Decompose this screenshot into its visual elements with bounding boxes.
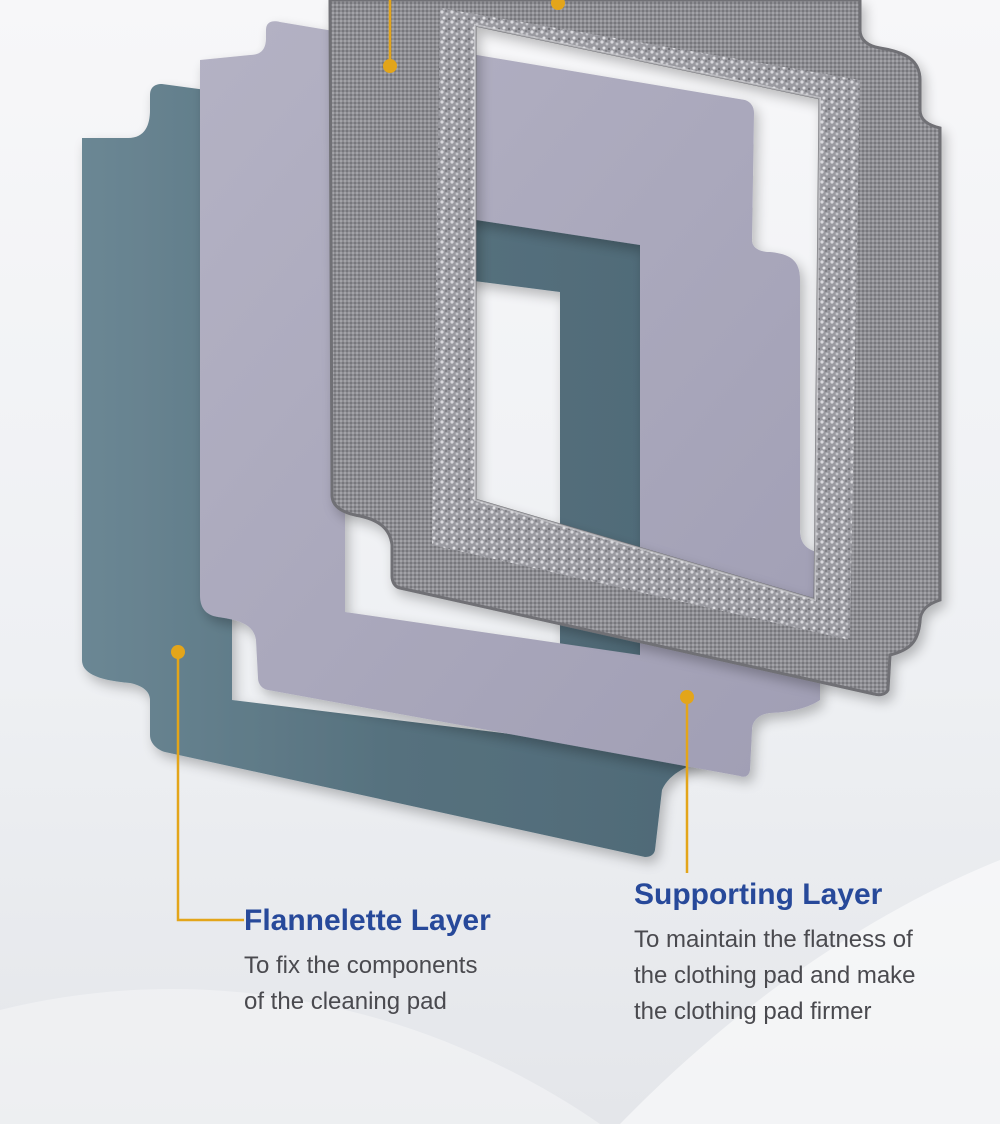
supporting-description: To maintain the flatness of the clothing…	[634, 922, 916, 1030]
flannelette-label: Flannelette Layer To fix the components …	[244, 904, 491, 1020]
callout-dot-icon	[383, 59, 397, 73]
flannelette-callout	[171, 645, 244, 922]
supporting-label: Supporting Layer To maintain the flatnes…	[634, 878, 916, 1030]
flannelette-title: Flannelette Layer	[244, 904, 491, 937]
supporting-callout	[680, 690, 694, 873]
supporting-title: Supporting Layer	[634, 878, 883, 911]
description-line: To maintain the flatness of	[634, 926, 913, 953]
flannelette-description: To fix the components of the cleaning pa…	[244, 948, 491, 1020]
fabric-callout	[383, 0, 565, 73]
callout-dot-icon	[551, 0, 565, 10]
fabric-layer	[328, 0, 942, 697]
description-line: the clothing pad and make	[634, 962, 916, 989]
description-line: of the cleaning pad	[244, 988, 447, 1015]
description-line: the clothing pad firmer	[634, 998, 872, 1025]
background-swoosh-2	[0, 989, 600, 1124]
callout-dot-icon	[680, 690, 694, 704]
background-swoosh	[620, 860, 1000, 1124]
flannelette-layer	[82, 84, 706, 857]
callout-dot-icon	[171, 645, 185, 659]
description-line: To fix the components	[244, 952, 478, 979]
